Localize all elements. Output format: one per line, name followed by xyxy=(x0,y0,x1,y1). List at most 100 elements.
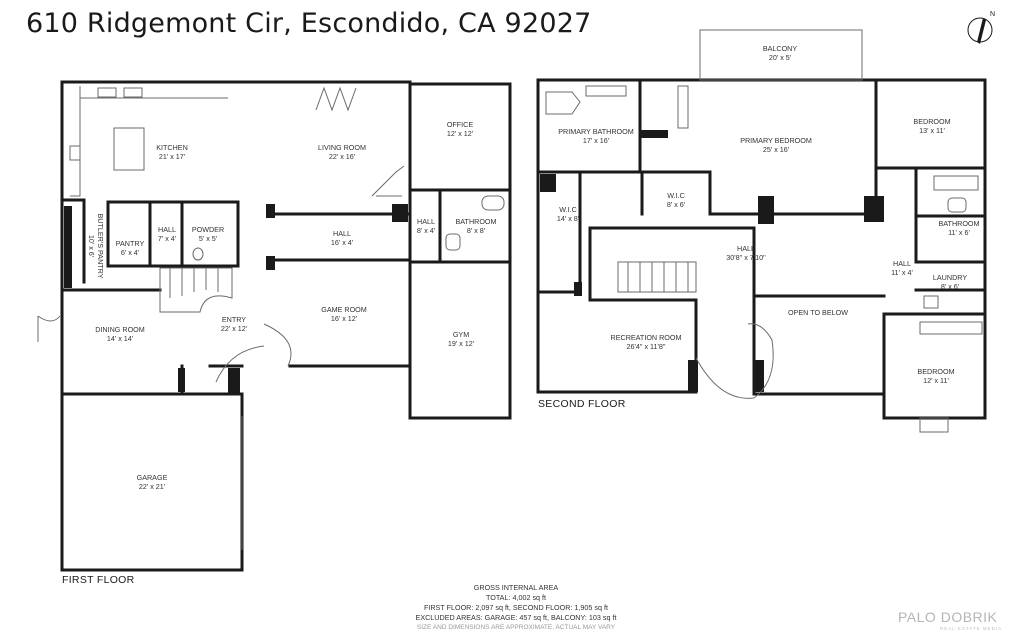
room-name: HALL xyxy=(893,259,911,268)
room-dimensions: 7' x 4' xyxy=(158,234,177,243)
room-dimensions: 30'8" x 7'10" xyxy=(726,253,766,262)
room-name: OFFICE xyxy=(447,120,474,129)
room-dimensions: 14' x 8' xyxy=(557,214,580,223)
brand-logo: PALO DOBRIK xyxy=(898,609,998,625)
compass-icon: N xyxy=(967,11,995,44)
room-dimensions: 11' x 4' xyxy=(891,268,913,277)
summary-excluded: EXCLUDED AREAS: GARAGE: 457 sq ft, BALCO… xyxy=(415,613,617,622)
room-dimensions: 12' x 12' xyxy=(447,129,474,138)
area-summary: GROSS INTERNAL AREA TOTAL: 4,002 sq ft F… xyxy=(356,583,676,633)
summary-heading: GROSS INTERNAL AREA xyxy=(473,583,559,592)
room-name: W.I.C xyxy=(559,205,577,214)
room-name: BATHROOM xyxy=(939,219,980,228)
room-dimensions: 16' x 12' xyxy=(331,314,358,323)
room-dimensions: 12' x 11' xyxy=(923,376,949,385)
second-floor-label: SECOND FLOOR xyxy=(538,398,626,410)
room-dimensions: 13' x 11' xyxy=(919,126,945,135)
room-name: LIVING ROOM xyxy=(318,143,366,152)
room-dimensions: 8' x 4' xyxy=(417,226,436,235)
room-name: LAUNDRY xyxy=(933,273,967,282)
page-title: 610 Ridgemont Cir, Escondido, CA 92027 xyxy=(26,8,592,39)
room-dimensions: 14' x 14' xyxy=(107,334,134,343)
second-room-5: W.I.C8' x 6' xyxy=(667,191,686,209)
room-dimensions: 20' x 5' xyxy=(769,53,792,62)
room-name: BATHROOM xyxy=(456,217,497,226)
room-name: RECREATION ROOM xyxy=(611,333,682,342)
room-dimensions: 26'4" x 11'8" xyxy=(627,342,666,351)
room-dimensions: 8' x 6' xyxy=(667,200,686,209)
room-dimensions: 8' x 6' xyxy=(941,282,960,291)
room-dimensions: 8' x 8' xyxy=(467,226,486,235)
room-dimensions: 25' x 16' xyxy=(763,145,790,154)
room-name: KITCHEN xyxy=(156,143,188,152)
first-floor-label: FIRST FLOOR xyxy=(62,574,135,586)
room-dimensions: 22' x 21' xyxy=(139,482,166,491)
room-name: PRIMARY BATHROOM xyxy=(558,127,633,136)
room-dimensions: 11' x 6' xyxy=(948,228,970,237)
room-name: DINING ROOM xyxy=(95,325,145,334)
second-room-11: OPEN TO BELOW xyxy=(788,308,848,317)
room-name: HALL xyxy=(158,225,176,234)
room-dimensions: 6' x 4' xyxy=(121,248,140,257)
room-name: GARAGE xyxy=(137,473,168,482)
room-name: ENTRY xyxy=(222,315,246,324)
second-room-4: W.I.C14' x 8' xyxy=(557,205,580,223)
summary-disclaimer: SIZE AND DIMENSIONS ARE APPROXIMATE, ACT… xyxy=(416,624,616,631)
room-name: HALL xyxy=(333,229,351,238)
room-name: W.I.C xyxy=(667,191,685,200)
room-name: HALL xyxy=(737,244,755,253)
compass-letter: N xyxy=(990,11,995,18)
room-dimensions: 17' x 16' xyxy=(583,136,610,145)
room-name: PANTRY xyxy=(116,239,145,248)
room-name: BUTLER'S PANTRY xyxy=(96,213,105,278)
room-dimensions: 21' x 17' xyxy=(159,152,186,161)
room-name: BEDROOM xyxy=(917,367,954,376)
summary-total: TOTAL: 4,002 sq ft xyxy=(485,593,547,602)
room-name: POWDER xyxy=(192,225,224,234)
room-name: GAME ROOM xyxy=(321,305,367,314)
brand-tagline: REAL ESTATE MEDIA xyxy=(940,626,1003,631)
room-name: BALCONY xyxy=(763,44,798,53)
room-name: GYM xyxy=(453,330,469,339)
room-name: PRIMARY BEDROOM xyxy=(740,136,812,145)
wall-pillars xyxy=(64,130,884,394)
summary-floors: FIRST FLOOR: 2,097 sq ft, SECOND FLOOR: … xyxy=(423,603,608,612)
room-dimensions: 19' x 12' xyxy=(448,339,475,348)
room-dimensions: 22' x 12' xyxy=(221,324,248,333)
room-name: BEDROOM xyxy=(913,117,950,126)
room-dimensions: 22' x 16' xyxy=(329,152,356,161)
room-dimensions: 10' x 6' xyxy=(87,235,96,258)
room-dimensions: 16' x 4' xyxy=(331,238,354,247)
room-name: OPEN TO BELOW xyxy=(788,308,848,317)
walls xyxy=(60,78,987,572)
fixtures xyxy=(37,29,983,550)
